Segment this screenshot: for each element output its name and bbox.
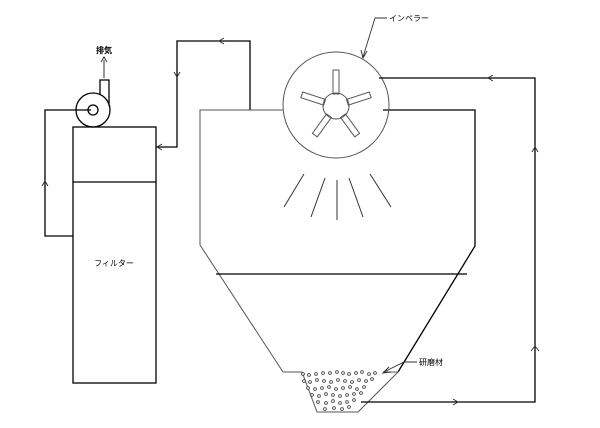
abrasive-particle (324, 401, 328, 405)
abrasive-particle (327, 385, 331, 389)
exhaust-label: 排気 (96, 45, 112, 55)
abrasive-particle (331, 393, 335, 397)
blade (345, 91, 372, 106)
exhaust-fan: 排気 (75, 45, 112, 128)
blade (311, 113, 333, 138)
abrasive-particle (313, 387, 317, 391)
filter-body (72, 126, 157, 384)
impeller-wheel: インペラー (282, 14, 429, 159)
filter-label: フィルター (94, 259, 134, 268)
abrasive-particle (321, 371, 325, 375)
abrasive-particle (352, 392, 356, 396)
abrasive-callout: 研磨材 (381, 357, 443, 374)
impeller-housing (282, 51, 390, 159)
abrasive-particle (322, 379, 326, 383)
abrasive-pointer-icon (381, 366, 392, 374)
abrasive-particle (373, 371, 377, 375)
abrasive-particle (348, 385, 352, 389)
blast-chamber (199, 109, 476, 413)
abrasive-particle (316, 400, 320, 404)
chamber-left-wall (199, 109, 284, 373)
impeller-leader-line (362, 17, 387, 58)
blade (332, 69, 340, 95)
abrasive-particle (359, 391, 363, 395)
filter-to-fan-duct (41, 109, 91, 237)
abrasive-particle (315, 378, 319, 382)
abrasive-particle (362, 385, 366, 389)
abrasive-particle (310, 393, 314, 397)
left-arrow-icon (156, 143, 163, 151)
abrasive-particle (367, 372, 371, 376)
left-arrow-icon (218, 37, 225, 45)
abrasive-particle (320, 386, 324, 390)
abrasive-particle (357, 378, 361, 382)
abrasive-particle (308, 380, 312, 384)
abrasive-particle (331, 399, 335, 403)
abrasive-particle (364, 379, 368, 383)
abrasive-particle (345, 393, 349, 397)
abrasive-particle (324, 392, 328, 396)
up-arrow-icon (530, 345, 540, 352)
abrasive-label: 研磨材 (419, 357, 443, 367)
impeller-blades (300, 69, 372, 138)
abrasive-particle (360, 370, 364, 374)
chamber-right-wall (383, 109, 476, 373)
abrasive-particle (301, 372, 305, 376)
abrasive-particle (328, 371, 332, 375)
abrasive-particle (352, 398, 356, 402)
up-arrow-icon (531, 146, 539, 153)
right-arrow-icon (452, 398, 459, 406)
abrasive-particle (347, 405, 351, 409)
impeller-label: インペラー (389, 14, 429, 23)
abrasive-particle (350, 380, 354, 384)
abrasive-particle (336, 378, 340, 382)
exhaust-arrow-icon (100, 56, 108, 63)
abrasive-spray (283, 173, 392, 220)
abrasive-particle (338, 394, 342, 398)
abrasive-particle (323, 407, 327, 411)
blade (300, 91, 327, 106)
hopper (283, 371, 400, 413)
abrasive-particle (332, 406, 336, 410)
abrasive-particle (317, 394, 321, 398)
impeller-pointer-icon (360, 49, 368, 60)
spray-line (348, 177, 364, 218)
abrasive-particle (335, 370, 339, 374)
left-arrow-icon (487, 74, 494, 82)
abrasive-particles (301, 370, 377, 411)
spray-line (283, 173, 305, 208)
abrasive-particle (340, 407, 344, 411)
abrasive-particle (338, 401, 342, 405)
abrasive-leader-line (383, 361, 417, 373)
abrasive-particle (341, 371, 345, 375)
spray-line (369, 173, 392, 208)
abrasive-particle (302, 379, 306, 383)
abrasive-particle (334, 387, 338, 391)
abrasive-particle (345, 400, 349, 404)
filter-unit: フィルター (72, 126, 157, 384)
down-arrow-icon (173, 71, 181, 78)
blade (339, 113, 361, 138)
abrasive-particle (329, 380, 333, 384)
abrasive-particle (341, 386, 345, 390)
impeller-hub (322, 92, 350, 120)
fan-outlet (99, 79, 110, 106)
recirculation-duct (361, 74, 540, 406)
abrasive-particle (306, 386, 310, 390)
chamber-to-filter-duct (156, 37, 251, 151)
abrasive-particle (347, 372, 351, 376)
abrasive-particle (355, 387, 359, 391)
abrasive-particle (370, 377, 374, 381)
abrasive-particle (314, 372, 318, 376)
abrasive-particle (307, 373, 311, 377)
abrasive-particle (343, 379, 347, 383)
spray-line (310, 177, 326, 218)
abrasive-particle (354, 371, 358, 375)
up-arrow-icon (41, 180, 49, 187)
